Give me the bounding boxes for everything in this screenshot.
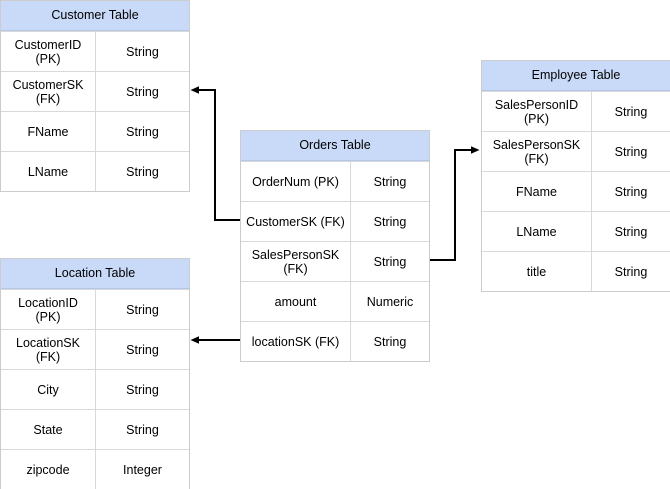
connector-orders-location bbox=[190, 336, 240, 344]
location-table[interactable]: Location Table LocationID (PK) String Lo… bbox=[0, 258, 190, 489]
field-type: String bbox=[126, 84, 159, 99]
field-type: String bbox=[373, 254, 407, 269]
field-name: OrderNum (PK) bbox=[241, 162, 351, 201]
orders-table[interactable]: Orders Table OrderNum (PK) String Custom… bbox=[240, 130, 430, 362]
table-row[interactable]: zipcode Integer bbox=[1, 449, 189, 489]
employee-table[interactable]: Employee Table SalesPersonID (PK) String… bbox=[481, 60, 670, 292]
employee-table-title: Employee Table bbox=[482, 61, 670, 91]
field-type: String bbox=[126, 342, 159, 357]
field-type: String bbox=[373, 214, 407, 229]
table-row[interactable]: title String bbox=[482, 251, 670, 291]
field-type: String bbox=[373, 174, 407, 189]
table-row[interactable]: FName String bbox=[1, 111, 189, 151]
field-name: City bbox=[1, 370, 96, 409]
field-name: CustomerSK (FK) bbox=[1, 72, 96, 111]
table-row[interactable]: OrderNum (PK) String bbox=[241, 161, 429, 201]
field-name: amount bbox=[241, 282, 351, 321]
field-name: locationSK (FK) bbox=[241, 322, 351, 361]
field-type: String bbox=[126, 302, 159, 317]
field-type: String bbox=[614, 224, 648, 239]
table-row[interactable]: LName String bbox=[482, 211, 670, 251]
field-name: SalesPersonSK (FK) bbox=[482, 132, 592, 171]
field-name: CustomerSK (FK) bbox=[241, 202, 351, 241]
table-row[interactable]: City String bbox=[1, 369, 189, 409]
table-row[interactable]: State String bbox=[1, 409, 189, 449]
field-name: FName bbox=[1, 112, 96, 151]
location-table-title: Location Table bbox=[1, 259, 189, 289]
field-type: Integer bbox=[123, 462, 162, 477]
field-type: String bbox=[373, 334, 407, 349]
field-name: State bbox=[1, 410, 96, 449]
table-row[interactable]: SalesPersonID (PK) String bbox=[482, 91, 670, 131]
field-name: LocationID (PK) bbox=[1, 290, 96, 329]
field-name: LName bbox=[1, 152, 96, 191]
table-row[interactable]: LocationID (PK) String bbox=[1, 289, 189, 329]
field-name: zipcode bbox=[1, 450, 96, 489]
customer-table-title: Customer Table bbox=[1, 1, 189, 31]
field-name: CustomerID (PK) bbox=[1, 32, 96, 71]
table-row[interactable]: amount Numeric bbox=[241, 281, 429, 321]
field-type: String bbox=[126, 44, 159, 59]
table-row[interactable]: CustomerSK (FK) String bbox=[241, 201, 429, 241]
field-name: LocationSK (FK) bbox=[1, 330, 96, 369]
field-type: String bbox=[126, 164, 159, 179]
table-row[interactable]: SalesPersonSK (FK) String bbox=[482, 131, 670, 171]
field-type: String bbox=[126, 422, 159, 437]
field-type: String bbox=[614, 144, 648, 159]
field-name: LName bbox=[482, 212, 592, 251]
field-name: SalesPersonSK (FK) bbox=[241, 242, 351, 281]
field-type: String bbox=[614, 104, 648, 119]
customer-table[interactable]: Customer Table CustomerID (PK) String Cu… bbox=[0, 0, 190, 192]
field-name: FName bbox=[482, 172, 592, 211]
field-type: Numeric bbox=[366, 294, 414, 309]
connector-orders-customer bbox=[190, 86, 240, 221]
connector-orders-employee bbox=[430, 146, 480, 261]
table-row[interactable]: FName String bbox=[482, 171, 670, 211]
field-name: SalesPersonID (PK) bbox=[482, 92, 592, 131]
table-row[interactable]: CustomerID (PK) String bbox=[1, 31, 189, 71]
orders-table-title: Orders Table bbox=[241, 131, 429, 161]
table-row[interactable]: SalesPersonSK (FK) String bbox=[241, 241, 429, 281]
table-row[interactable]: LName String bbox=[1, 151, 189, 191]
field-type: String bbox=[614, 184, 648, 199]
table-row[interactable]: locationSK (FK) String bbox=[241, 321, 429, 361]
field-type: String bbox=[614, 264, 648, 279]
table-row[interactable]: LocationSK (FK) String bbox=[1, 329, 189, 369]
field-name: title bbox=[482, 252, 592, 291]
table-row[interactable]: CustomerSK (FK) String bbox=[1, 71, 189, 111]
field-type: String bbox=[126, 382, 159, 397]
field-type: String bbox=[126, 124, 159, 139]
